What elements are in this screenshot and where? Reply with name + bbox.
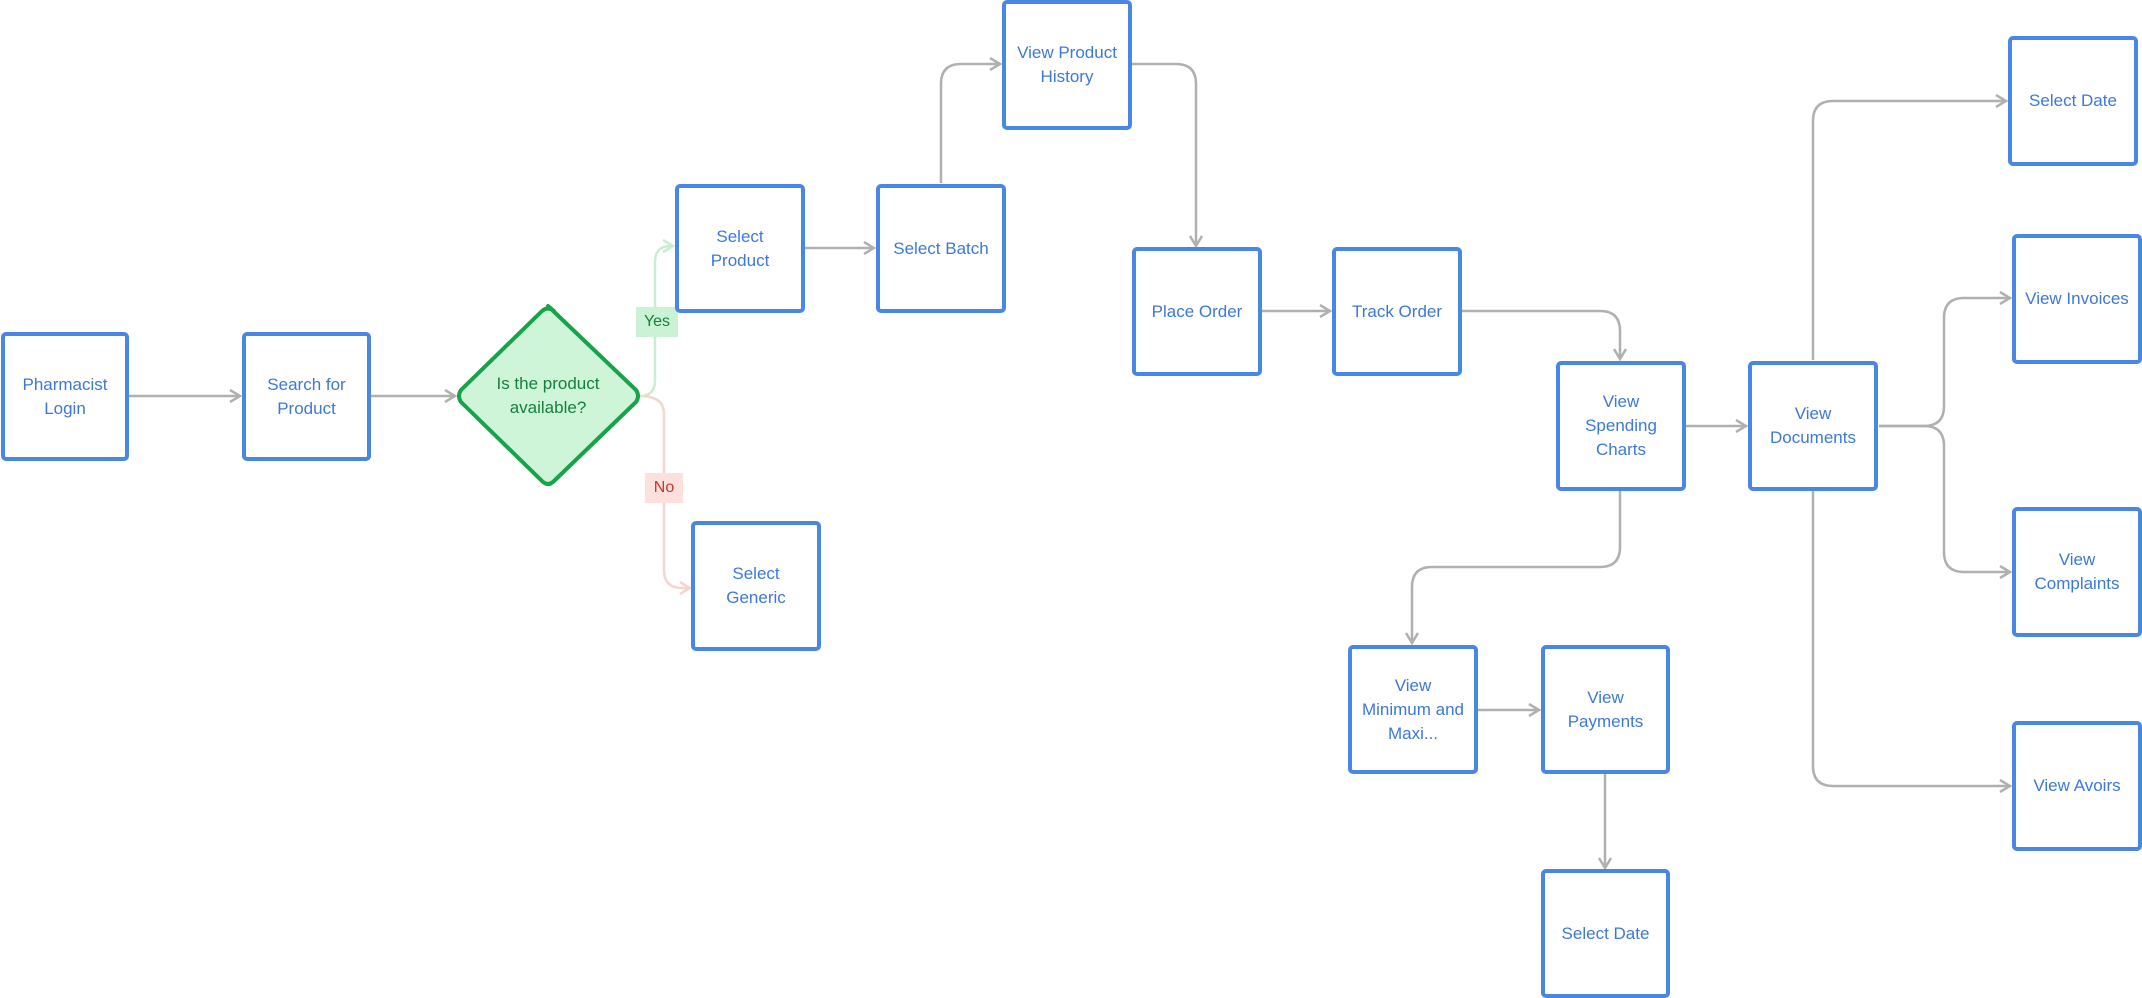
node-label: Select Product bbox=[710, 226, 770, 270]
node-label: View Payments bbox=[1567, 687, 1644, 731]
node-view-invoices[interactable]: View Invoices bbox=[2012, 234, 2142, 364]
edge-documents-to-complaints bbox=[1879, 424, 2010, 572]
decision-label: Is the product available? bbox=[488, 356, 608, 436]
edge-batch-to-history bbox=[939, 64, 1000, 183]
node-label: Select Date bbox=[2029, 91, 2117, 110]
node-label: Select Date bbox=[1561, 923, 1650, 943]
node-label: View Spending Charts bbox=[1585, 392, 1657, 459]
node-place-order[interactable]: Place Order bbox=[1132, 247, 1262, 376]
edge-documents-to-select-date bbox=[1811, 101, 2006, 360]
node-label: View Invoices bbox=[2025, 289, 2129, 308]
node-view-avoirs[interactable]: View Avoirs bbox=[2012, 721, 2142, 851]
node-select-date-top[interactable]: Select Date bbox=[2008, 36, 2138, 166]
node-label: View Avoirs bbox=[2033, 776, 2121, 795]
node-label: Select Generic bbox=[726, 564, 786, 607]
edge-documents-to-invoices bbox=[1879, 298, 2010, 428]
node-view-product-history[interactable]: View Product History bbox=[1002, 0, 1132, 130]
node-view-documents[interactable]: View Documents bbox=[1748, 361, 1878, 491]
node-select-date-bottom[interactable]: Select Date bbox=[1541, 869, 1670, 998]
node-view-complaints[interactable]: View Complaints bbox=[2012, 507, 2142, 637]
edge-spending-to-min-max bbox=[1412, 491, 1622, 643]
node-label: Search for Product bbox=[267, 374, 346, 418]
edge-documents-to-avoirs bbox=[1811, 491, 2010, 786]
edge-yes-to-select-product bbox=[639, 246, 673, 398]
edge-label-no: No bbox=[645, 473, 683, 503]
node-label: Select Batch bbox=[893, 238, 989, 258]
node-label: Pharmacist Login bbox=[22, 374, 108, 418]
edge-label-yes: Yes bbox=[636, 307, 678, 337]
node-select-batch[interactable]: Select Batch bbox=[876, 184, 1006, 313]
node-track-order[interactable]: Track Order bbox=[1332, 247, 1462, 376]
edge-track-to-spending bbox=[1462, 309, 1620, 359]
node-label: View Minimum and Maxi... bbox=[1361, 675, 1465, 743]
node-view-spending-charts[interactable]: View Spending Charts bbox=[1556, 361, 1686, 491]
node-select-generic[interactable]: Select Generic bbox=[691, 521, 821, 651]
node-label: View Product History bbox=[1017, 43, 1117, 86]
node-view-payments[interactable]: View Payments bbox=[1541, 645, 1670, 774]
edge-no-to-select-generic bbox=[639, 394, 690, 588]
node-select-product[interactable]: Select Product bbox=[675, 184, 805, 313]
node-label: View Complaints bbox=[2034, 550, 2120, 593]
node-pharmacist-login[interactable]: Pharmacist Login bbox=[1, 332, 129, 461]
decision-text: Is the product available? bbox=[496, 374, 600, 417]
node-label: View Documents bbox=[1770, 404, 1856, 447]
node-label: Track Order bbox=[1351, 301, 1443, 321]
node-view-min-max[interactable]: View Minimum and Maxi... bbox=[1348, 645, 1478, 774]
edge-history-to-place-order bbox=[1131, 62, 1196, 246]
node-search-product[interactable]: Search for Product bbox=[242, 332, 371, 461]
decision-diamond[interactable] bbox=[457, 304, 640, 486]
node-label: Place Order bbox=[1151, 301, 1243, 321]
